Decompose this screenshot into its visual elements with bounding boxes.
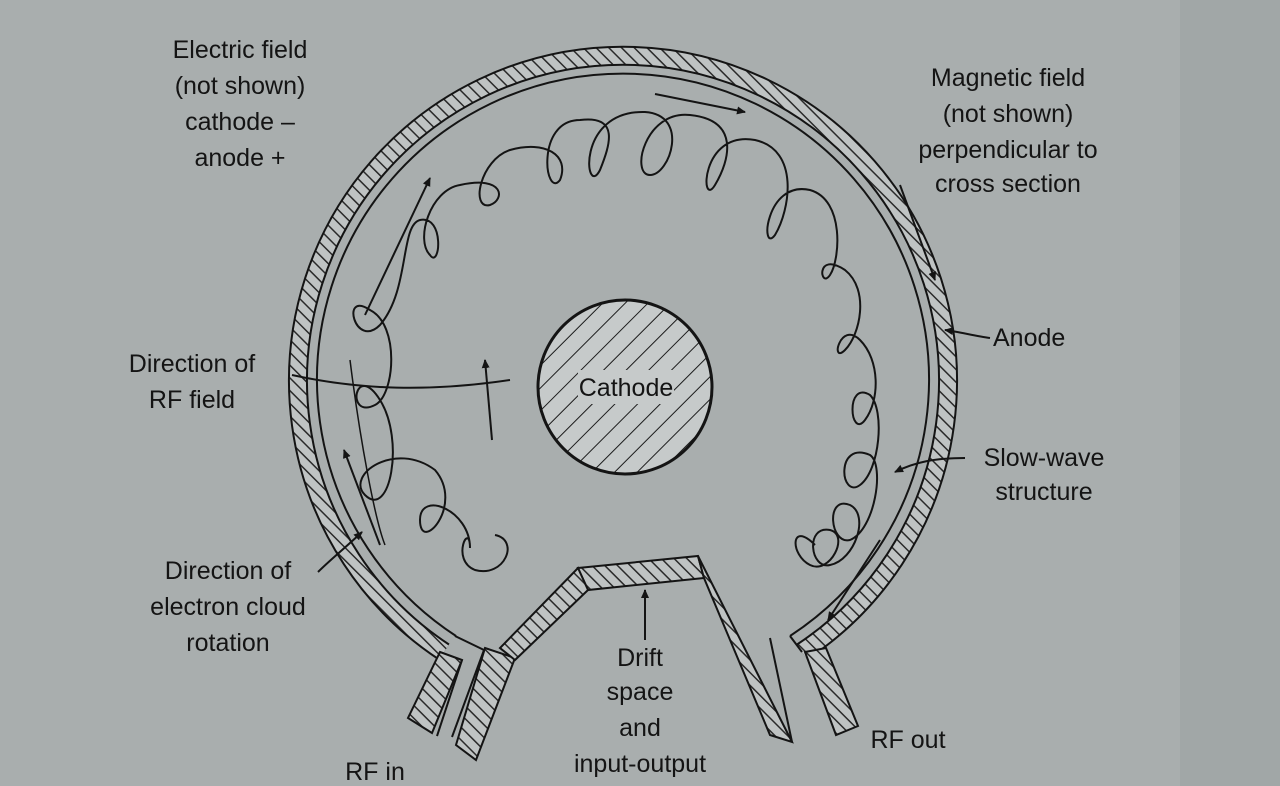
label-drift-space-line1: Drift (617, 644, 663, 672)
label-electron-cloud-line3: rotation (186, 629, 269, 657)
page-shadow (1180, 0, 1280, 786)
cathode (536, 298, 714, 476)
label-drift-space-line2: space (607, 678, 674, 706)
electron-path (349, 110, 880, 573)
label-slow-wave-line2: structure (995, 478, 1092, 506)
leader-rf-field (291, 374, 511, 389)
label-electron-cloud: Direction of electron cloud rotation (150, 557, 306, 657)
drift-space-block (454, 554, 794, 762)
label-electron-cloud-line1: Direction of (165, 557, 291, 585)
arrow-top (654, 93, 746, 115)
arrow-left-up (364, 177, 431, 316)
label-magnetic-field-line3: perpendicular to (918, 136, 1097, 164)
anode-ring (288, 45, 958, 661)
label-drift-space-line4: input-output (574, 750, 706, 778)
label-rf-out: RF out (870, 726, 945, 754)
label-anode: Anode (993, 324, 1065, 352)
label-electric-field-line4: anode + (194, 144, 285, 172)
label-electric-field-line2: (not shown) (175, 72, 306, 100)
label-rf-in: RF in (345, 758, 405, 786)
label-magnetic-field-line1: Magnetic field (931, 64, 1085, 92)
label-drift-space-line3: and (619, 714, 661, 742)
leader-slow-wave (894, 457, 966, 473)
leader-anode (944, 327, 991, 339)
leader-lines (291, 327, 991, 640)
label-electron-cloud-line2: electron cloud (150, 593, 306, 621)
label-rf-field-line2: RF field (149, 386, 235, 414)
arrow-right-lower (827, 539, 881, 621)
label-magnetic-field: Magnetic field (not shown) perpendicular… (918, 64, 1097, 198)
label-magnetic-field-line2: (not shown) (943, 100, 1074, 128)
label-drift-space: Drift space and input-output (574, 644, 706, 778)
label-magnetic-field-line4: cross section (935, 170, 1081, 198)
label-slow-wave: Slow-wave structure (984, 444, 1105, 506)
arrow-left-lower (343, 449, 381, 546)
flow-arrows (343, 93, 936, 621)
arrow-rf-field (481, 359, 493, 441)
label-electric-field-line3: cathode – (185, 108, 295, 136)
label-slow-wave-line1: Slow-wave (984, 444, 1105, 472)
label-electric-field-line1: Electric field (173, 36, 308, 64)
leader-electron-cloud (317, 531, 363, 573)
rf-in-port (406, 635, 485, 738)
rf-out-port (769, 635, 860, 743)
label-rf-field: Direction of RF field (129, 350, 255, 414)
label-rf-field-line1: Direction of (129, 350, 255, 378)
label-cathode: Cathode (579, 374, 674, 402)
label-electric-field: Electric field (not shown) cathode – ano… (173, 36, 308, 172)
arrow-right-upper (899, 184, 936, 281)
